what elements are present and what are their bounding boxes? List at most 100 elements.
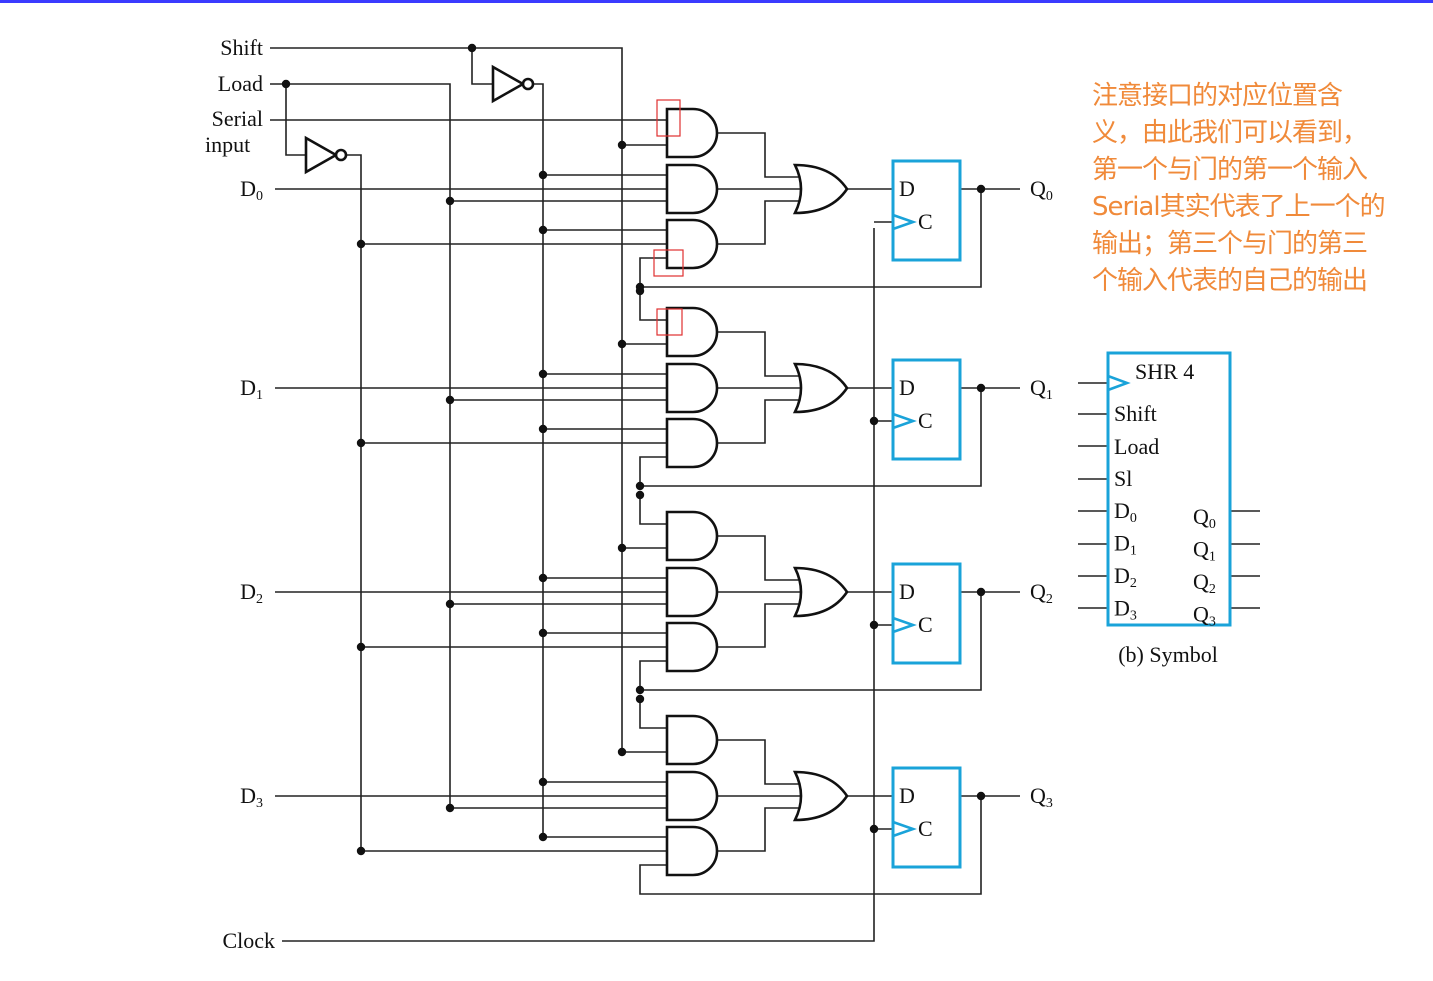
prev-output-to-and1	[639, 291, 667, 321]
d-flipflop	[891, 358, 962, 461]
shift-line	[270, 47, 623, 752]
and-gate	[665, 621, 719, 673]
data-input-label-d1: D1	[240, 375, 263, 403]
symbol-pin-q1: Q1	[1193, 537, 1216, 565]
junction-dot	[445, 803, 455, 813]
prev-output-to-and1	[639, 495, 667, 525]
and-gate	[665, 107, 719, 159]
ff-d-pin-label: D	[899, 375, 915, 400]
symbol-pin-q2: Q2	[1193, 569, 1216, 597]
own-output-feedback	[639, 796, 982, 895]
junction-dot	[617, 543, 627, 553]
shift-input-label: Shift	[220, 35, 263, 60]
ff-c-pin-label: C	[918, 612, 933, 637]
load-inverter	[304, 135, 339, 175]
ff-c-pin-label: C	[918, 209, 933, 234]
and1-to-or	[717, 739, 801, 785]
serial-input-label-2: input	[205, 132, 250, 157]
and-gate	[665, 163, 719, 215]
ff-c-pin-label: C	[918, 408, 933, 433]
junction-dot	[538, 225, 548, 235]
junction-dot	[356, 846, 366, 856]
junction-dot	[467, 43, 477, 53]
and-gate	[665, 306, 719, 358]
and-gate	[665, 714, 719, 766]
or-gate	[792, 163, 849, 215]
shift-inverter-bubble	[521, 77, 535, 91]
junction-dot	[976, 791, 986, 801]
load-inverter-bubble	[334, 148, 348, 162]
gates	[304, 64, 962, 877]
junction-dot	[356, 239, 366, 249]
output-label-q3: Q3	[1030, 783, 1053, 811]
data-input-label-d0: D0	[240, 176, 263, 204]
shift-not-bus	[533, 83, 544, 835]
junction-dot	[538, 777, 548, 787]
data-input-label-d3: D3	[240, 783, 263, 811]
clock-input-label: Clock	[222, 928, 275, 953]
junction-dot	[635, 481, 645, 491]
junction-dot	[976, 587, 986, 597]
and-gate	[665, 417, 719, 469]
annotation-line: 义，由此我们可以看到，	[1092, 118, 1368, 148]
junction-dot	[281, 79, 291, 89]
junction-dot	[617, 339, 627, 349]
junction-dot	[635, 286, 645, 296]
annotation-line: Serial其实代表了上一个的	[1092, 192, 1386, 222]
junction-dot	[869, 620, 879, 630]
output-label-q1: Q1	[1030, 375, 1053, 403]
annotation-line: 输出；第三个与门的第三	[1092, 229, 1368, 259]
or-gate	[792, 770, 849, 822]
symbol-title: SHR 4	[1135, 359, 1194, 384]
and1-to-or	[717, 132, 801, 178]
junction-dot	[869, 824, 879, 834]
and1-to-or	[717, 535, 801, 581]
or-gate	[792, 566, 849, 618]
junction-dot	[356, 438, 366, 448]
junction-dot	[617, 747, 627, 757]
shift-to-inverter	[471, 48, 493, 85]
junction-dot	[617, 140, 627, 150]
annotation-line: 个输入代表的自己的输出	[1092, 266, 1368, 296]
symbol-pin-serial: Sl	[1114, 466, 1132, 491]
ff-d-pin-label: D	[899, 176, 915, 201]
and3-to-or	[717, 807, 801, 852]
symbol-pin-shift: Shift	[1114, 401, 1157, 426]
and3-to-or	[717, 603, 801, 648]
d-flipflop	[891, 766, 962, 869]
highlight-box	[656, 99, 681, 137]
prev-output-to-and1	[639, 699, 667, 729]
load-input-label: Load	[218, 71, 263, 96]
clock-input-triangle	[892, 412, 917, 430]
or-gate	[792, 362, 849, 414]
junction-dot	[976, 383, 986, 393]
and-gate	[665, 566, 719, 618]
d-flipflop	[891, 159, 962, 262]
load-line	[270, 83, 451, 808]
junction-dot	[869, 416, 879, 426]
and-gate	[665, 510, 719, 562]
symbol-pin-q0: Q0	[1193, 504, 1216, 532]
junction-dot	[635, 490, 645, 500]
labels: Shift Load Serial input Clock	[205, 35, 275, 953]
symbol-pin-d3: D3	[1114, 596, 1137, 624]
symbol-caption: (b) Symbol	[1118, 642, 1218, 667]
junction-dot	[538, 832, 548, 842]
load-to-inverter	[285, 84, 306, 156]
clock-input-triangle	[892, 616, 917, 634]
d-flipflop	[891, 562, 962, 665]
ff-d-pin-label: D	[899, 579, 915, 604]
highlight-box	[656, 308, 683, 336]
annotation-line: 第一个与门的第一个输入	[1092, 155, 1368, 185]
and3-to-or	[717, 399, 801, 444]
output-label-q2: Q2	[1030, 579, 1053, 607]
junction-dot	[538, 369, 548, 379]
junction-dot	[538, 573, 548, 583]
symbol-pin-d2: D2	[1114, 563, 1137, 591]
junction-dot	[538, 170, 548, 180]
and-gate	[665, 825, 719, 877]
data-input-label-d2: D2	[240, 579, 263, 607]
annotation-note: 注意接口的对应位置含 义，由此我们可以看到， 第一个与门的第一个输入 Seria…	[1092, 78, 1432, 300]
